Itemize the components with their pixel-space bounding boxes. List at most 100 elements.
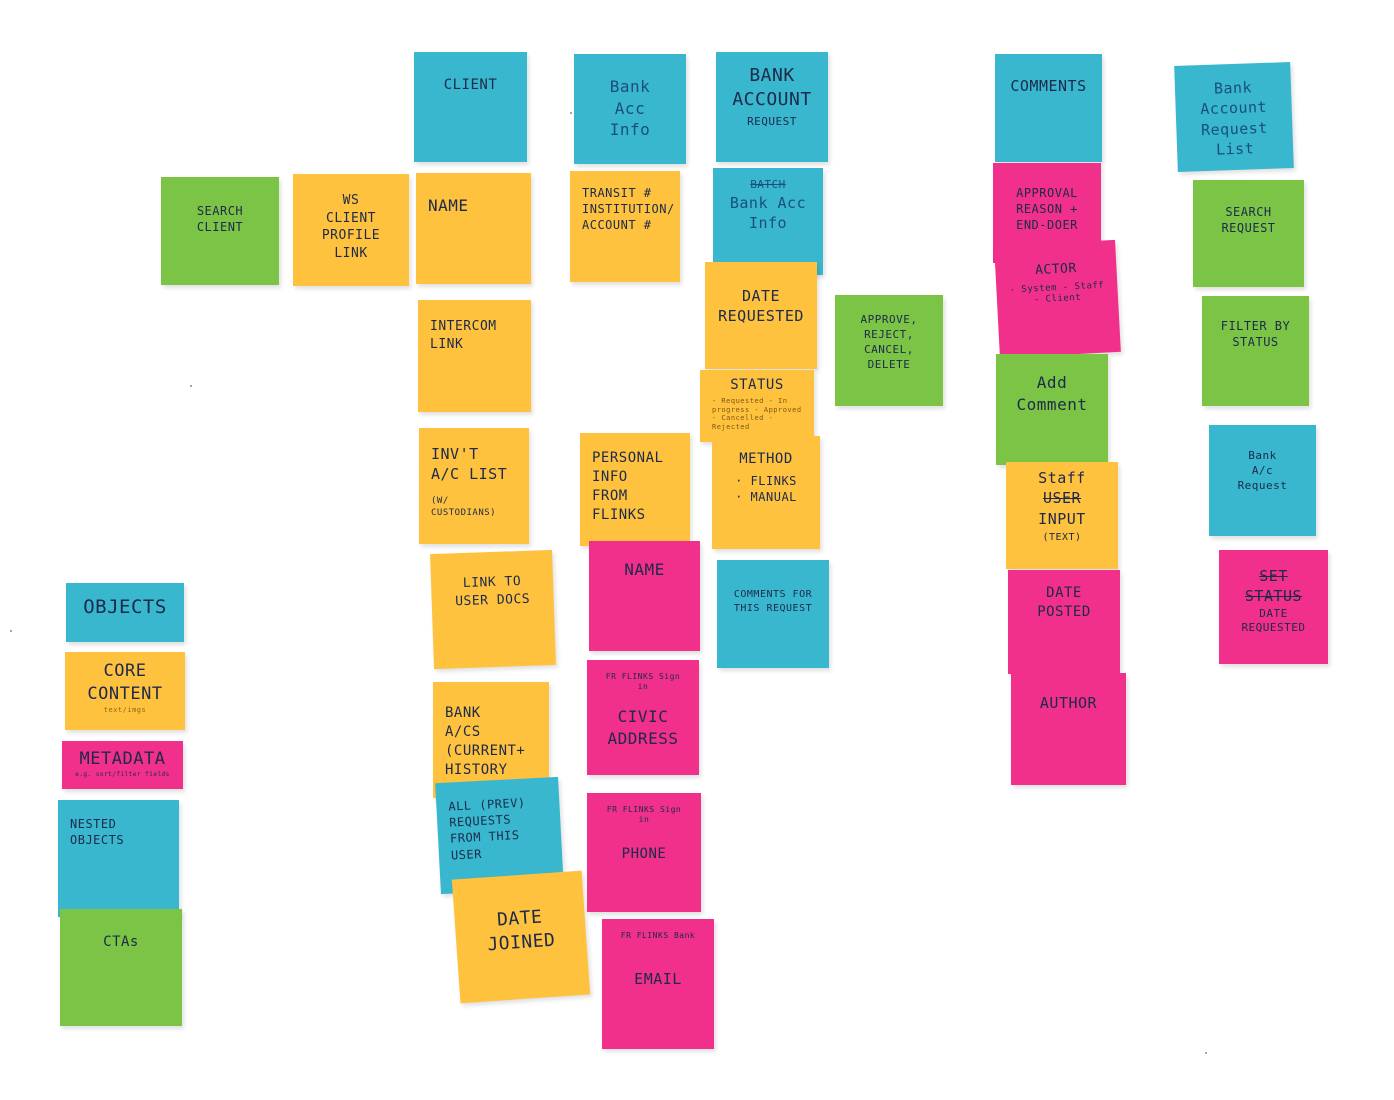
- wall-speck: [190, 385, 192, 387]
- legend-metadata-sub: e.g. sort/filter fields: [75, 770, 170, 778]
- status-options: - Requested - In progress - Approved - C…: [712, 396, 802, 432]
- input-label: INPUT: [1038, 509, 1086, 528]
- legend-metadata: METADATA e.g. sort/filter fields: [62, 741, 183, 789]
- note-email: FR FLINKS Bank EMAIL: [602, 919, 714, 1049]
- filter-by-status-label: FILTER BY STATUS: [1220, 319, 1291, 350]
- email-prefix: FR FLINKS Bank: [620, 931, 696, 940]
- note-personal-info: PERSONAL INFO FROM FLINKS: [580, 433, 690, 546]
- add-comment-label: Add Comment: [1016, 373, 1088, 414]
- note-author: AUTHOR: [1011, 673, 1126, 785]
- note-comments-for-request: COMMENTS FOR THIS REQUEST: [717, 560, 829, 668]
- note-staff-input: Staff USER INPUT (TEXT): [1006, 462, 1118, 569]
- method-options: · FLINKS · MANUAL: [735, 473, 797, 505]
- actor-options: - System - Staff - Client: [1009, 280, 1105, 306]
- wall-speck: [1205, 1052, 1207, 1054]
- note-bank-ac-request: Bank A/c Request: [1209, 425, 1316, 536]
- note-personal-name: NAME: [589, 541, 700, 651]
- ws-client-profile-link-label: WS CLIENT PROFILE LINK: [321, 193, 381, 261]
- input-sub: (TEXT): [1042, 531, 1082, 543]
- header-comments-label: COMMENTS: [1010, 77, 1087, 95]
- intercom-link-label: INTERCOM LINK: [430, 319, 497, 352]
- header-bank-account-request: BANK ACCOUNT REQUEST: [716, 52, 828, 162]
- civic-address-prefix: FR FLINKS Sign in: [605, 672, 681, 691]
- link-to-user-docs-label: LINK TO USER DOCS: [454, 574, 531, 609]
- user-strike-label: USER: [1042, 489, 1082, 508]
- legend-objects: OBJECTS: [66, 583, 184, 642]
- note-phone: FR FLINKS Sign in PHONE: [587, 793, 701, 912]
- note-intercom-link: INTERCOM LINK: [418, 300, 531, 412]
- search-request-label: SEARCH REQUEST: [1221, 205, 1276, 236]
- note-status: STATUS - Requested - In progress - Appro…: [700, 370, 814, 442]
- request-list-date-requested-label: DATE REQUESTED: [1241, 606, 1306, 635]
- note-ws-client-profile-link: WS CLIENT PROFILE LINK: [293, 174, 409, 286]
- note-invt-ac-list: INV'T A/C LIST (W/ CUSTODIANS): [419, 428, 529, 544]
- header-comments: COMMENTS: [995, 54, 1102, 162]
- legend-core-content-sub: text/imgs: [103, 705, 147, 714]
- header-bank-acc-info-label: Bank Acc Info: [609, 77, 651, 140]
- note-client-name: NAME: [416, 173, 531, 284]
- date-posted-label: DATE POSTED: [1037, 585, 1091, 620]
- note-search-request: SEARCH REQUEST: [1193, 180, 1304, 287]
- transit-label: TRANSIT # INSTITUTION/ ACCOUNT #: [582, 186, 675, 233]
- actions-label: APPROVE, REJECT, CANCEL, DELETE: [860, 313, 918, 371]
- approval-reason-label: APPROVAL REASON + End-Doer: [1016, 186, 1078, 233]
- legend-ctas-label: CTAs: [103, 934, 139, 950]
- legend-ctas: CTAs: [60, 909, 182, 1026]
- phone-prefix: FR FLINKS Sign in: [606, 805, 682, 824]
- note-civic-address: FR FLINKS Sign in CIVIC ADDRESS: [587, 660, 699, 775]
- civic-address-label: CIVIC ADDRESS: [607, 707, 679, 748]
- header-bank-account-request-list: Bank Account Request List: [1174, 62, 1294, 172]
- bank-acc-info-nested-label: Bank Acc Info: [729, 193, 807, 233]
- note-add-comment: Add Comment: [996, 354, 1108, 465]
- note-set-status-date-requested: SET STATUS DATE REQUESTED: [1219, 550, 1328, 664]
- header-bank-account-request-label: BANK ACCOUNT: [732, 65, 812, 111]
- bank-ac-request-label: Bank A/c Request: [1237, 449, 1288, 492]
- legend-core-content: CORE CONTENT text/imgs: [65, 652, 185, 730]
- note-bank-acc-info-nested: BATCH Bank Acc Info: [713, 168, 823, 275]
- client-name-label: NAME: [428, 196, 469, 215]
- legend-nested-objects-label: NESTED OBJECTS: [70, 817, 125, 848]
- status-label: STATUS: [730, 377, 784, 393]
- header-client: CLIENT: [414, 52, 527, 162]
- header-client-label: CLIENT: [443, 77, 498, 93]
- personal-name-label: NAME: [624, 560, 665, 579]
- comments-for-request-label: COMMENTS FOR THIS REQUEST: [733, 589, 813, 614]
- legend-objects-label: OBJECTS: [83, 596, 167, 618]
- header-bank-account-request-list-label: Bank Account Request List: [1200, 78, 1269, 159]
- note-link-to-user-docs: LINK TO USER DOCS: [430, 549, 556, 670]
- note-bank-acs-history: BANK A/Cs (CURRENT+ HISTORY: [433, 682, 549, 798]
- method-label: METHOD: [739, 451, 793, 467]
- note-filter-by-status: FILTER BY STATUS: [1202, 296, 1309, 406]
- date-joined-label: DATE JOINED: [486, 906, 557, 956]
- note-date-requested: DATE REQUESTED: [705, 262, 817, 369]
- staff-label: Staff: [1038, 469, 1086, 487]
- personal-info-label: PERSONAL INFO FROM FLINKS: [592, 450, 664, 523]
- note-search-client: SEARCH CLIENT: [161, 177, 279, 285]
- note-date-posted: DATE POSTED: [1008, 570, 1120, 674]
- email-label: EMAIL: [634, 970, 682, 988]
- set-status-strike-label: SET STATUS: [1244, 567, 1303, 606]
- date-requested-label: DATE REQUESTED: [718, 287, 804, 326]
- invt-ac-list-label: INV'T A/C LIST: [431, 445, 508, 484]
- invt-ac-list-sub: (W/ CUSTODIANS): [431, 495, 497, 518]
- batch-strike-label: BATCH: [750, 178, 786, 191]
- bank-acs-history-label: BANK A/Cs (CURRENT+ HISTORY: [445, 705, 526, 778]
- search-client-label: SEARCH CLIENT: [196, 204, 244, 235]
- phone-label: PHONE: [621, 846, 667, 862]
- wall-speck: [10, 630, 12, 632]
- legend-metadata-label: METADATA: [79, 749, 166, 769]
- note-transit-institution-account: TRANSIT # INSTITUTION/ ACCOUNT #: [570, 171, 680, 282]
- note-approve-reject-cancel: APPROVE, REJECT, CANCEL, DELETE: [835, 295, 943, 406]
- header-bank-acc-info: Bank Acc Info: [574, 54, 686, 164]
- header-bank-account-request-sub: REQUEST: [747, 114, 797, 128]
- legend-core-content-label: CORE CONTENT: [87, 661, 163, 704]
- legend-nested-objects: NESTED OBJECTS: [58, 800, 179, 917]
- author-label: AUTHOR: [1039, 694, 1098, 712]
- note-method: METHOD · FLINKS · MANUAL: [712, 436, 820, 549]
- all-prev-requests-label: ALL (PREV) REQUESTS FROM THIS USER: [448, 795, 526, 863]
- wall-speck: [570, 112, 572, 114]
- note-date-joined: DATE JOINED: [451, 870, 591, 1004]
- note-actor: ACTOR - System - Staff - Client: [994, 239, 1121, 359]
- actor-label: ACTOR: [1034, 260, 1078, 279]
